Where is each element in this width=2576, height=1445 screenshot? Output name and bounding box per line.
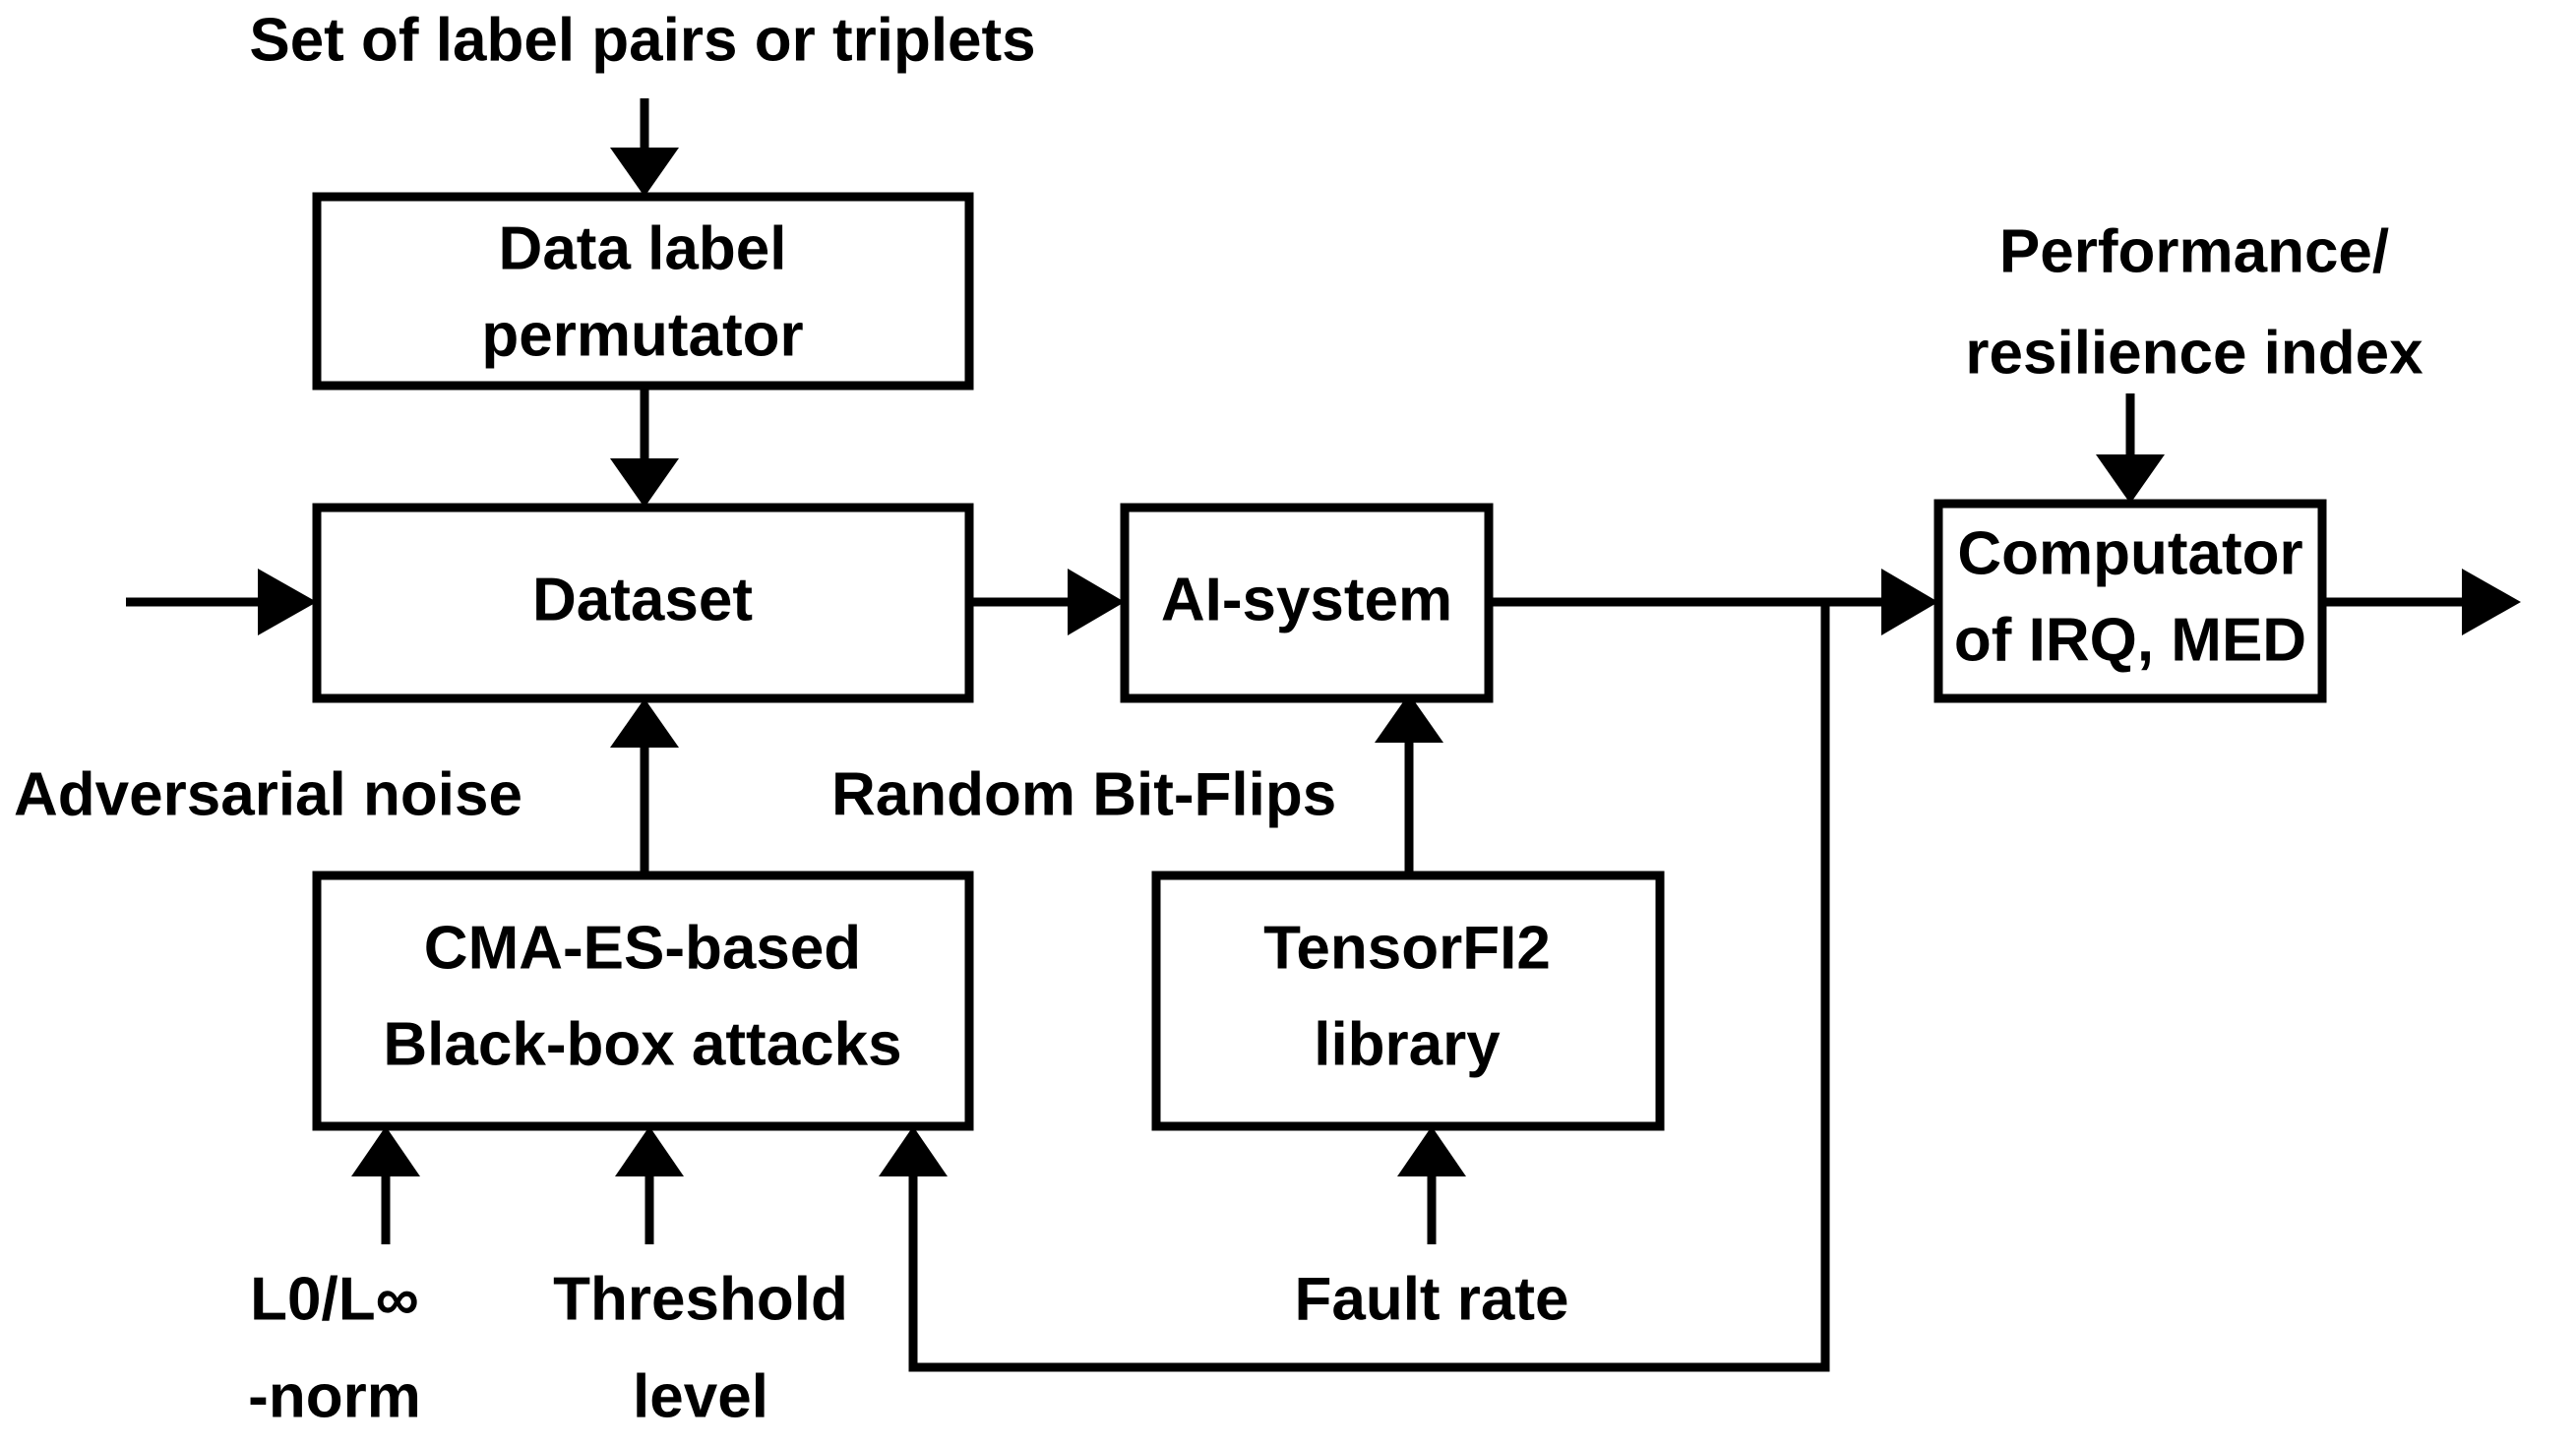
edge-cmaes-to-dataset xyxy=(610,698,679,875)
edge-threshold-to-cmaes xyxy=(615,1126,684,1244)
node-tensorfi2-library[interactable]: TensorFI2 library xyxy=(1151,871,1665,1131)
node-label-ai-system: AI-system xyxy=(1161,566,1452,633)
label-norm-line1: L0/L∞ xyxy=(250,1265,419,1333)
edge-aisystem-to-computator xyxy=(1489,569,1938,635)
node-label-tensorfi-line2: library xyxy=(1314,1010,1501,1078)
arrowhead-right-icon xyxy=(2462,569,2521,635)
edge-norm-to-cmaes xyxy=(351,1126,420,1244)
arrowhead-up-icon xyxy=(879,1126,948,1176)
edge-external-to-dataset xyxy=(126,569,317,635)
node-dataset[interactable]: Dataset xyxy=(312,503,974,703)
edge-labels-to-permutator xyxy=(610,98,679,197)
arrowhead-right-icon xyxy=(258,569,317,635)
node-computator[interactable]: Computator of IRQ, MED xyxy=(1933,499,2327,703)
edge-perfindex-to-computator xyxy=(2096,393,2165,504)
node-label-permutator-line2: permutator xyxy=(481,301,803,369)
node-data-label-permutator[interactable]: Data label permutator xyxy=(312,192,974,391)
arrowhead-up-icon xyxy=(610,698,679,748)
arrowhead-up-icon xyxy=(1397,1126,1466,1176)
label-norm-line2: -norm xyxy=(248,1362,421,1430)
node-ai-system[interactable]: AI-system xyxy=(1120,503,1494,703)
node-label-computator-line1: Computator xyxy=(1957,519,2302,587)
label-performance-index-line2: resilience index xyxy=(1965,319,2423,387)
arrowhead-right-icon xyxy=(1068,569,1125,635)
label-input-set-of-labels: Set of label pairs or triplets xyxy=(249,6,1035,74)
node-label-permutator-line1: Data label xyxy=(499,214,787,282)
node-label-tensorfi-line1: TensorFI2 xyxy=(1263,914,1551,982)
arrowhead-down-icon xyxy=(610,148,679,197)
edge-dataset-to-aisystem xyxy=(969,569,1125,635)
edge-feedback-to-cmaes xyxy=(879,602,1830,1372)
arrowhead-right-icon xyxy=(1881,569,1938,635)
edge-permutator-to-dataset xyxy=(610,386,679,508)
node-label-cmaes-line1: CMA-ES-based xyxy=(424,914,861,982)
edge-faultrate-to-tensorfi xyxy=(1397,1126,1466,1244)
arrowhead-up-icon xyxy=(615,1126,684,1176)
arrowhead-down-icon xyxy=(610,458,679,508)
node-label-dataset: Dataset xyxy=(532,566,753,633)
node-label-computator-line2: of IRQ, MED xyxy=(1954,606,2306,674)
node-cmaes-blackbox-attacks[interactable]: CMA-ES-based Black-box attacks xyxy=(312,871,974,1131)
arrowhead-down-icon xyxy=(2096,454,2165,504)
arrowhead-up-icon xyxy=(1375,693,1443,743)
label-performance-index-line1: Performance/ xyxy=(1999,217,2389,285)
node-label-cmaes-line2: Black-box attacks xyxy=(383,1010,901,1078)
arrowhead-up-icon xyxy=(351,1126,420,1176)
label-threshold-line1: Threshold xyxy=(553,1265,848,1333)
label-fault-rate: Fault rate xyxy=(1294,1265,1568,1333)
label-adversarial-noise: Adversarial noise xyxy=(14,760,522,828)
edge-computator-output xyxy=(2322,569,2521,635)
edge-tensorfi-to-aisystem xyxy=(1375,693,1443,875)
label-threshold-line2: level xyxy=(633,1362,768,1430)
label-random-bit-flips: Random Bit-Flips xyxy=(831,760,1336,828)
